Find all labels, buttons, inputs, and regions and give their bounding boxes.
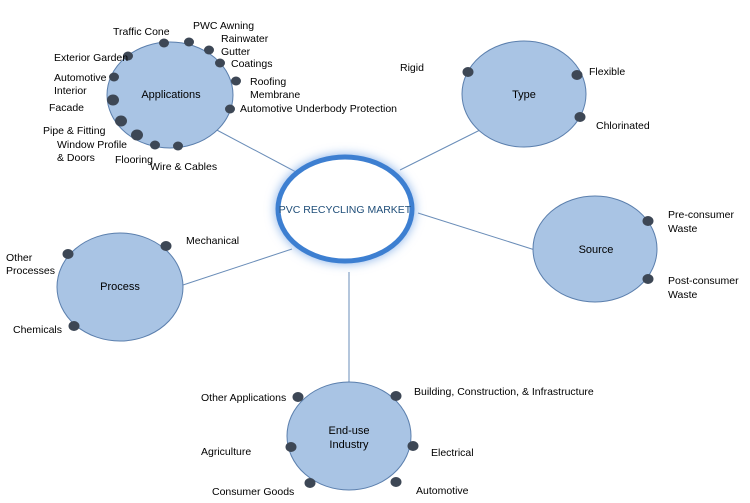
dot-window-profile xyxy=(131,129,143,141)
label-facade: Facade xyxy=(49,102,84,114)
label-pre-consumer: Pre-consumer xyxy=(668,209,734,221)
bubbles xyxy=(56,40,658,491)
type-title: Type xyxy=(512,89,536,101)
label-electrical: Electrical xyxy=(431,447,474,459)
connector-process xyxy=(182,248,293,286)
label-membrane: Membrane xyxy=(250,89,300,101)
dot-post-consumer xyxy=(642,274,654,284)
label-pwc-awning: PWC Awning xyxy=(193,20,254,32)
label-other: Other xyxy=(6,252,33,264)
connector-type xyxy=(399,129,481,171)
source-title: Source xyxy=(579,244,614,256)
label-pre-consumer-waste: Waste xyxy=(668,223,698,235)
label-rainwater: Rainwater xyxy=(221,33,269,45)
label-post-consumer: Post-consumer xyxy=(668,275,739,287)
label-doors: & Doors xyxy=(57,152,95,164)
label-coatings: Coatings xyxy=(231,58,272,70)
applications-title: Applications xyxy=(141,89,201,101)
dot-chlorinated xyxy=(574,112,586,122)
dot-other-applications xyxy=(292,392,304,402)
dot-wire-cables xyxy=(173,141,183,151)
connector-applications xyxy=(212,127,297,173)
dot-rainwater-gutter xyxy=(204,45,214,55)
dot-consumer-goods xyxy=(304,478,316,488)
node-titles: Applications Type Source Process End-use… xyxy=(100,89,613,451)
process-bubble xyxy=(56,232,184,342)
label-automotive-underbody: Automotive Underbody Protection xyxy=(240,103,397,115)
dot-facade xyxy=(107,94,119,106)
dot-automotive xyxy=(390,477,402,487)
label-pipe-fitting: Pipe & Fitting xyxy=(43,125,106,137)
applications-bubble xyxy=(106,41,234,149)
label-traffic-cone: Traffic Cone xyxy=(113,26,170,38)
label-processes: Processes xyxy=(6,265,55,277)
dot-pwc-awning xyxy=(184,37,194,47)
dot-exterior-garden xyxy=(123,51,133,61)
dot-other-processes xyxy=(62,249,74,259)
end-use-title-line1: End-use xyxy=(329,425,370,437)
end-use-title-line2: Industry xyxy=(329,439,369,451)
label-exterior-garden: Exterior Garden xyxy=(54,52,128,64)
dot-mechanical xyxy=(160,241,172,251)
label-other-applications: Other Applications xyxy=(201,392,286,404)
label-wire-cables: Wire & Cables xyxy=(150,161,217,173)
label-chlorinated: Chlorinated xyxy=(596,120,650,132)
center-title: PVC RECYCLING MARKET xyxy=(279,204,412,216)
label-window-profile: Window Profile xyxy=(57,139,127,151)
dots xyxy=(62,37,654,488)
dot-pre-consumer xyxy=(642,216,654,226)
center-node: PVC RECYCLING MARKET xyxy=(275,154,415,264)
source-bubble xyxy=(532,195,658,303)
dot-roofing-membrane xyxy=(231,76,241,86)
label-rigid: Rigid xyxy=(400,62,424,74)
label-chemicals: Chemicals xyxy=(13,324,62,336)
dot-coatings xyxy=(215,58,225,68)
labels: Traffic Cone PWC Awning Rainwater Gutter… xyxy=(6,20,739,498)
connectors xyxy=(182,127,536,390)
label-flexible: Flexible xyxy=(589,66,625,78)
end-use-bubble xyxy=(286,381,412,491)
dot-flooring xyxy=(150,140,160,150)
dot-electrical xyxy=(407,441,419,451)
label-automotive: Automotive xyxy=(54,72,107,84)
label-automotive-end-use: Automotive xyxy=(416,485,469,497)
type-bubble xyxy=(461,40,587,148)
dot-agriculture xyxy=(285,442,297,452)
label-roofing: Roofing xyxy=(250,76,286,88)
label-agriculture: Agriculture xyxy=(201,446,251,458)
dot-automotive-underbody xyxy=(225,104,235,114)
label-consumer-goods: Consumer Goods xyxy=(212,486,294,498)
dot-building xyxy=(390,391,402,401)
label-interior: Interior xyxy=(54,85,87,97)
label-building: Building, Construction, & Infrastructure xyxy=(414,386,594,398)
dot-rigid xyxy=(462,67,474,77)
dot-flexible xyxy=(571,70,583,80)
dot-chemicals xyxy=(68,321,80,331)
connector-source xyxy=(417,212,536,251)
label-mechanical: Mechanical xyxy=(186,235,239,247)
dot-traffic-cone xyxy=(159,38,169,48)
label-gutter: Gutter xyxy=(221,46,251,58)
label-post-consumer-waste: Waste xyxy=(668,289,698,301)
dot-pipe-fitting xyxy=(115,115,127,127)
process-title: Process xyxy=(100,281,140,293)
dot-automotive-interior xyxy=(109,72,119,82)
center-ring xyxy=(275,154,415,264)
label-flooring: Flooring xyxy=(115,154,153,166)
